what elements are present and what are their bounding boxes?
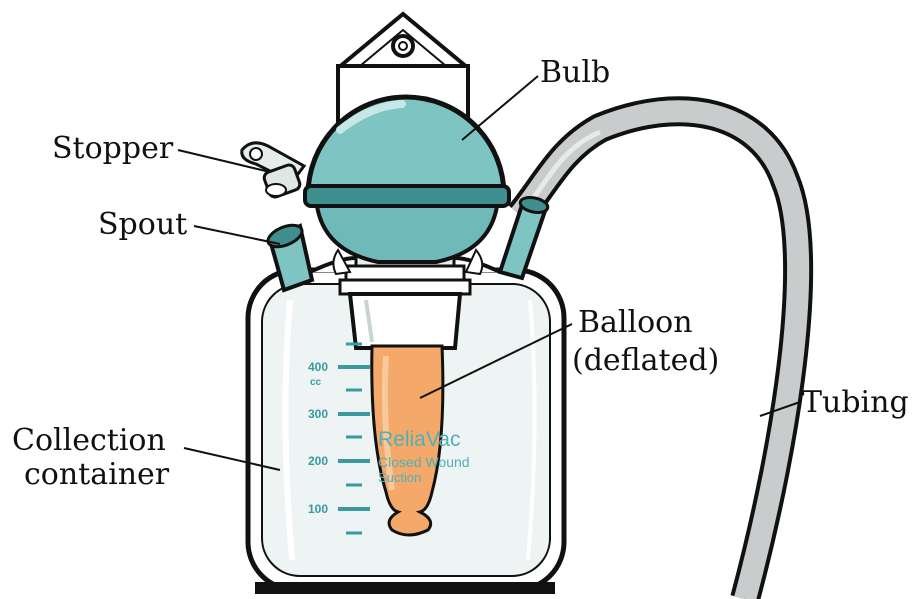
- leader-spout: [194, 226, 280, 244]
- label-container: container: [24, 457, 170, 492]
- tubing-port: [500, 195, 549, 278]
- label-tubing: Tubing: [802, 385, 909, 420]
- label-spout: Spout: [98, 207, 187, 242]
- brand-line-2: Suction: [378, 470, 421, 485]
- bulb: [305, 97, 509, 274]
- scale-mark-300: 300: [308, 407, 328, 421]
- label-stopper: Stopper: [52, 131, 174, 166]
- scale-unit: cc: [310, 377, 322, 388]
- label-balloon: Balloon: [578, 305, 693, 340]
- label-collection: Collection: [12, 423, 166, 458]
- scale-mark-400: 400: [308, 360, 328, 374]
- scale-mark-200: 200: [308, 454, 328, 468]
- label-balloon-deflated: (deflated): [572, 343, 719, 378]
- leader-bulb: [462, 76, 538, 140]
- brand-line-1: Closed Wound: [378, 454, 470, 470]
- brand-name: ReliaVac: [378, 428, 460, 451]
- label-bulb: Bulb: [540, 55, 610, 90]
- scale-mark-100: 100: [308, 502, 328, 516]
- stopper: [242, 143, 304, 199]
